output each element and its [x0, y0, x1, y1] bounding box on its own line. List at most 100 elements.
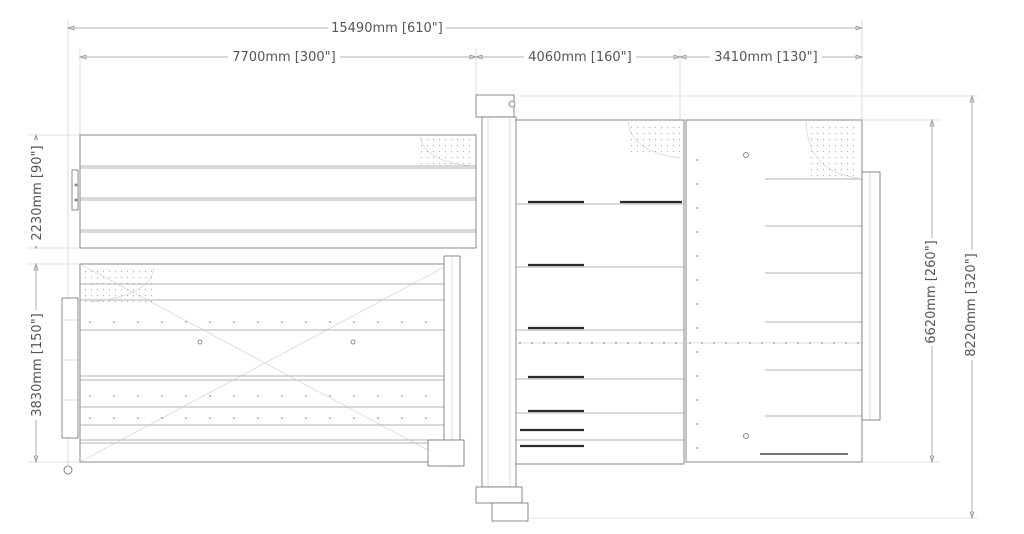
- table-dot: [797, 342, 799, 344]
- table-dot: [696, 231, 698, 233]
- table-dot: [809, 342, 811, 344]
- table-dot: [281, 321, 283, 323]
- upper-left-height-label: 2230mm [90"]: [30, 145, 45, 240]
- table-dot: [161, 417, 163, 419]
- table-dot: [696, 399, 698, 401]
- table-dot: [233, 417, 235, 419]
- table-dot: [749, 342, 751, 344]
- table-dot: [696, 303, 698, 305]
- total-height-dimension: 8220mm [320"]: [520, 94, 984, 520]
- table-dot: [773, 342, 775, 344]
- table-dot: [185, 417, 187, 419]
- table-dot: [725, 342, 727, 344]
- table-dot: [209, 395, 211, 397]
- table-dot: [639, 342, 641, 344]
- table-height-dimension: 6620mm [260"]: [862, 118, 942, 464]
- table-dot: [329, 417, 331, 419]
- left-section-width-label: 7700mm [300"]: [232, 50, 335, 65]
- table-dot: [761, 342, 763, 344]
- table-dot: [161, 395, 163, 397]
- table-dot: [377, 321, 379, 323]
- table-dot: [696, 207, 698, 209]
- table-dot: [257, 395, 259, 397]
- table-dot: [615, 342, 617, 344]
- table-dot: [845, 342, 847, 344]
- middle-section-dimension: 4060mm [160"]: [474, 47, 682, 120]
- table-dot: [425, 395, 427, 397]
- table-dot: [675, 342, 677, 344]
- table-dot: [281, 395, 283, 397]
- table-dot: [329, 321, 331, 323]
- table-dot: [531, 342, 533, 344]
- table-dot: [401, 417, 403, 419]
- table-dot: [257, 417, 259, 419]
- table-dot: [89, 321, 91, 323]
- table-dot: [696, 183, 698, 185]
- table-dot: [113, 395, 115, 397]
- table-dot: [353, 321, 355, 323]
- table-dot: [89, 395, 91, 397]
- table-dot: [696, 327, 698, 329]
- table-dot: [305, 395, 307, 397]
- table-dot: [89, 417, 91, 419]
- table-dot: [627, 342, 629, 344]
- table-dot: [401, 321, 403, 323]
- middle-section-width-label: 4060mm [160"]: [528, 50, 631, 65]
- table-dot: [567, 342, 569, 344]
- table-dot: [857, 342, 859, 344]
- table-dot: [305, 417, 307, 419]
- table-dot: [401, 395, 403, 397]
- table-dot: [425, 417, 427, 419]
- total-width-label: 15490mm [610"]: [331, 21, 443, 36]
- right-section-width-label: 3410mm [130"]: [714, 50, 817, 65]
- table-dot: [696, 447, 698, 449]
- table-dot: [113, 321, 115, 323]
- table-dot: [377, 417, 379, 419]
- table-dot: [663, 342, 665, 344]
- table-dot: [353, 417, 355, 419]
- table-dot: [519, 342, 521, 344]
- table-dot: [209, 417, 211, 419]
- right-section-dimension: 3410mm [130"]: [678, 47, 864, 65]
- table-dot: [233, 321, 235, 323]
- gantry-column: [427, 94, 529, 522]
- table-dot: [689, 342, 691, 344]
- table-dot: [591, 342, 593, 344]
- upper-left-table: [71, 134, 477, 249]
- table-dot: [701, 342, 703, 344]
- table-dot: [696, 159, 698, 161]
- table-dot: [233, 395, 235, 397]
- left-section-dimension: 7700mm [300"]: [78, 47, 478, 135]
- table-dot: [651, 342, 653, 344]
- table-dot: [377, 395, 379, 397]
- table-dot: [543, 342, 545, 344]
- table-dot: [257, 321, 259, 323]
- middle-table: [515, 119, 685, 465]
- table-dot: [696, 279, 698, 281]
- table-dot: [821, 342, 823, 344]
- total-height-label: 8220mm [320"]: [964, 253, 979, 356]
- table-dot: [696, 255, 698, 257]
- table-dot: [696, 351, 698, 353]
- table-dot: [555, 342, 557, 344]
- table-dot: [185, 395, 187, 397]
- table-dot: [209, 321, 211, 323]
- table-dot: [281, 417, 283, 419]
- table-dot: [696, 375, 698, 377]
- table-dot: [137, 321, 139, 323]
- table-dot: [425, 321, 427, 323]
- lower-left-table: [61, 263, 451, 475]
- table-dot: [713, 342, 715, 344]
- table-dot: [579, 342, 581, 344]
- right-table: [685, 119, 881, 463]
- table-dot: [785, 342, 787, 344]
- lower-left-height-dimension: 3830mm [150"]: [26, 262, 80, 464]
- lower-left-height-label: 3830mm [150"]: [30, 313, 45, 416]
- table-dot: [603, 342, 605, 344]
- table-dot: [696, 423, 698, 425]
- upper-left-height-dimension: 2230mm [90"]: [26, 133, 80, 250]
- table-dot: [737, 342, 739, 344]
- total-width-dimension: 15490mm [610"]: [66, 18, 864, 470]
- table-dot: [833, 342, 835, 344]
